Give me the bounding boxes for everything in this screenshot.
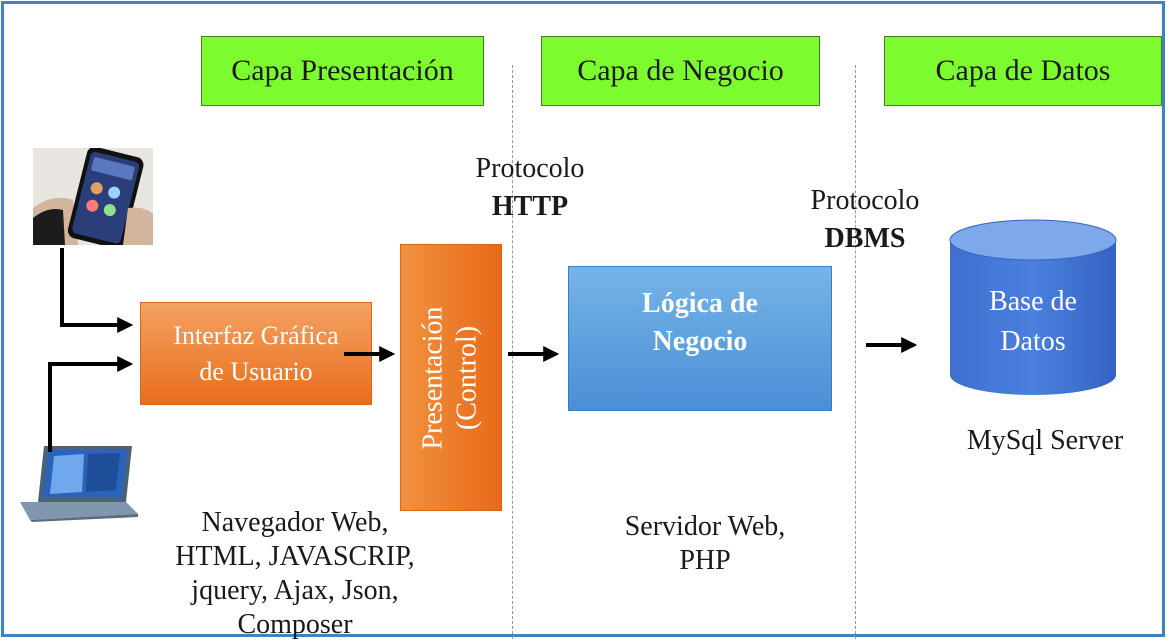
presentation-technologies: Navegador Web, HTML, JAVASCRIP, jquery, …: [130, 506, 460, 642]
layer-data-label: Capa de Datos: [935, 54, 1111, 87]
gui-line1: Interfaz Gráfica: [173, 320, 339, 350]
layer-presentation-label: Capa Presentación: [231, 54, 454, 87]
logic-line1: Lógica de: [642, 288, 758, 319]
business-technologies: Servidor Web, PHP: [570, 510, 840, 578]
presentation-tech-3: jquery, Ajax, Json,: [191, 575, 399, 606]
smartphone-icon: [33, 146, 153, 249]
database-line2: Datos: [1000, 326, 1066, 357]
layer-business-label: Capa de Negocio: [577, 54, 784, 87]
logic-line2: Negocio: [652, 326, 748, 357]
gui-line2: de Usuario: [199, 356, 313, 386]
divider-business-data: [855, 65, 856, 639]
protocol-http-name: HTTP: [491, 191, 569, 222]
phone-connector: [60, 248, 134, 333]
business-tech-2: PHP: [679, 545, 731, 576]
database-label: Base de Datos: [948, 282, 1118, 362]
presentation-tech-1: Navegador Web,: [201, 507, 389, 538]
layer-business: Capa de Negocio: [541, 36, 820, 106]
gui-component: Interfaz Gráfica de Usuario: [140, 302, 372, 405]
data-technology: MySql Server: [966, 425, 1124, 456]
presentation-tech-4: Composer: [237, 609, 353, 640]
layer-presentation: Capa Presentación: [201, 36, 484, 106]
layer-data: Capa de Datos: [884, 36, 1162, 106]
database-cylinder: [949, 219, 1117, 395]
database-line1: Base de: [989, 286, 1077, 317]
laptop-icon: [14, 444, 144, 522]
business-tech-1: Servidor Web,: [624, 511, 786, 542]
protocol-http-caption: Protocolo: [475, 153, 585, 184]
laptop-connector: [48, 356, 134, 452]
protocol-dbms-label: Protocolo DBMS: [790, 184, 940, 256]
protocol-dbms-name: DBMS: [824, 223, 906, 254]
protocol-http-label: Protocolo HTTP: [455, 152, 605, 224]
protocol-dbms-caption: Protocolo: [810, 185, 920, 216]
business-logic-component: Lógica de Negocio: [568, 266, 832, 411]
presentation-tech-2: HTML, JAVASCRIP,: [175, 541, 415, 572]
presentation-control-component: Presentación (Control): [400, 244, 502, 511]
